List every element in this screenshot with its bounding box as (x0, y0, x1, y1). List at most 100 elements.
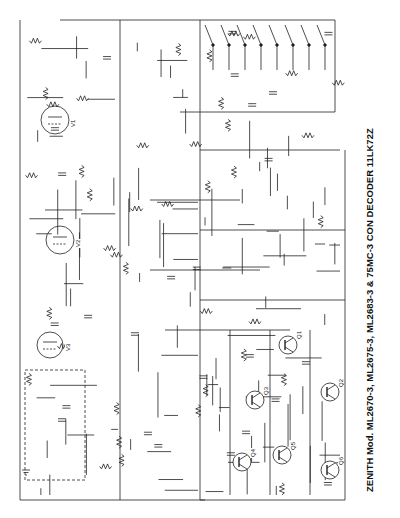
wire (29, 218, 63, 219)
resistor-symbol (279, 483, 284, 495)
wire (219, 407, 230, 408)
wire (263, 255, 306, 256)
wire (130, 439, 131, 450)
wire (86, 434, 87, 475)
wire (302, 386, 303, 414)
wire (222, 267, 231, 268)
wire (270, 168, 271, 196)
transistor-symbol (279, 448, 287, 453)
wire (137, 43, 138, 52)
wire (285, 357, 321, 358)
wire (268, 375, 286, 376)
wire (310, 330, 311, 495)
capacitor-symbol (131, 332, 139, 333)
capacitor-symbol (231, 76, 239, 77)
wire (157, 202, 198, 203)
wire (173, 208, 198, 209)
resistor-symbol (77, 96, 89, 101)
wire (37, 130, 38, 142)
wire (249, 121, 250, 159)
tube-label: V1 (70, 119, 76, 128)
wire (36, 233, 52, 234)
wire (138, 168, 139, 200)
title: ZENITH Mod. ML2670-3, ML2675-3, ML2683-3… (365, 128, 375, 492)
wire (276, 486, 277, 495)
wire (67, 434, 94, 435)
wire (195, 267, 196, 291)
wire (293, 45, 294, 70)
wire (256, 349, 274, 350)
wire (20, 500, 205, 501)
switch-contact (317, 25, 325, 45)
wire (173, 97, 188, 98)
transistor-symbol (251, 395, 252, 405)
wire (41, 48, 88, 49)
wire (57, 190, 58, 235)
wire (157, 60, 187, 61)
resistor-symbol (200, 309, 212, 314)
resistor-symbol (228, 31, 240, 36)
wire (37, 397, 56, 398)
wire (185, 109, 186, 134)
wire (87, 99, 114, 100)
wire (245, 45, 246, 70)
wire (242, 238, 243, 274)
capacitor-symbol (154, 447, 162, 448)
transistor-label: Q6 (338, 456, 344, 466)
capacitor-symbol (242, 433, 250, 434)
tube-symbol (41, 106, 69, 134)
resistor-symbol (26, 373, 31, 385)
transistor-symbol (246, 391, 264, 409)
capacitor-symbol (324, 482, 332, 483)
capacitor-symbol (193, 269, 201, 270)
wire (277, 45, 278, 70)
capacitor-symbol (193, 267, 201, 268)
wire (325, 45, 326, 70)
resistor-symbol (231, 166, 236, 178)
capacitor-symbol (227, 455, 235, 456)
wire (111, 429, 118, 430)
capacitor-symbol (269, 91, 277, 92)
resistor-symbol (219, 97, 224, 109)
capacitor-symbol (51, 130, 59, 131)
switch-contact (221, 25, 229, 45)
transistor-symbol (278, 450, 279, 460)
wire (173, 259, 198, 260)
transistor-label: Q3 (263, 386, 269, 396)
wire (256, 308, 301, 309)
wire (40, 488, 41, 495)
resistor-symbol (196, 405, 201, 417)
transistor-symbol (273, 446, 291, 464)
resistor-symbol (332, 80, 344, 85)
wire (47, 441, 48, 458)
tube-label: V3 (65, 343, 71, 352)
transistor-symbol (327, 472, 335, 477)
tube-symbol (48, 117, 62, 118)
capacitor-symbol (248, 103, 256, 104)
wire (120, 20, 121, 500)
resistor-symbol (241, 349, 246, 361)
wire (303, 218, 304, 251)
wire (50, 385, 97, 386)
resistor-symbol (104, 246, 116, 251)
capacitor-symbol (131, 335, 139, 336)
wire (158, 479, 183, 480)
transistor-symbol (285, 338, 293, 343)
wire (139, 273, 140, 282)
wire (334, 243, 335, 264)
tube-symbol (48, 124, 62, 125)
transistor-symbol (327, 463, 335, 468)
switch-contact (253, 25, 261, 45)
transistor-symbol (279, 336, 297, 354)
wire (129, 192, 130, 212)
resistor-symbol (87, 189, 92, 201)
transistor-symbol (252, 393, 260, 398)
wire (259, 162, 260, 171)
wire (200, 20, 201, 500)
transistor-symbol (321, 383, 339, 401)
wire (162, 233, 198, 234)
resistor-symbol (137, 143, 149, 148)
wire (320, 455, 340, 456)
wire (310, 446, 311, 483)
